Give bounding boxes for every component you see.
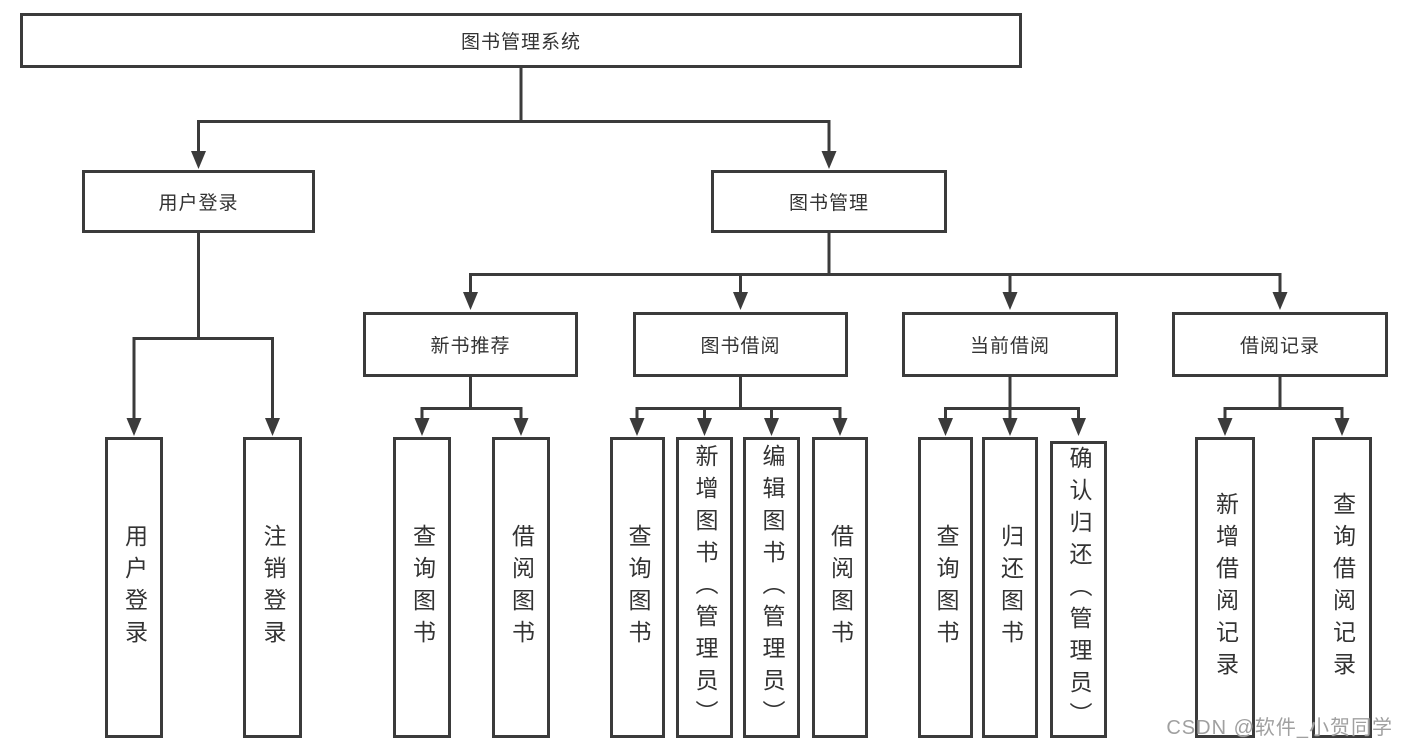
arrowhead-icon bbox=[1334, 418, 1350, 436]
arrowhead-icon bbox=[821, 151, 837, 169]
node-current-borrow: 当前借阅 bbox=[902, 312, 1118, 377]
leaf-add-book-admin: 新增图书（管理员） bbox=[676, 437, 733, 738]
arrowhead-icon bbox=[1217, 418, 1233, 436]
arrowhead-icon bbox=[832, 418, 848, 436]
arrowhead-icon bbox=[265, 418, 280, 436]
arrowhead-icon bbox=[1002, 418, 1018, 436]
arrowhead-icon bbox=[1272, 292, 1288, 310]
leaf-query-borrow-record: 查询借阅记录 bbox=[1312, 437, 1372, 738]
arrowhead-icon bbox=[697, 418, 712, 436]
arrowhead-icon bbox=[1002, 292, 1018, 310]
connector-userlogin-to-leaves bbox=[132, 233, 274, 419]
arrowhead-icon bbox=[463, 292, 478, 310]
arrowhead-icon bbox=[191, 151, 206, 169]
arrowhead-icon bbox=[733, 292, 748, 310]
arrowhead-icon bbox=[629, 418, 645, 436]
leaf-add-borrow-record: 新增借阅记录 bbox=[1195, 437, 1255, 738]
leaf-query-books-current: 查询图书 bbox=[918, 437, 973, 738]
leaf-query-books-borrow: 查询图书 bbox=[610, 437, 665, 738]
arrowhead-icon bbox=[126, 418, 142, 436]
leaf-logout: 注销登录 bbox=[243, 437, 302, 738]
connector-currentborrow-to-leaves bbox=[944, 377, 1080, 419]
leaf-borrow-books-recommend: 借阅图书 bbox=[492, 437, 550, 738]
leaf-borrow-books: 借阅图书 bbox=[812, 437, 868, 738]
arrowhead-icon bbox=[938, 418, 953, 436]
node-new-book-recommend: 新书推荐 bbox=[363, 312, 578, 377]
connector-newbook-to-leaves bbox=[420, 377, 523, 419]
arrowhead-icon bbox=[764, 418, 779, 436]
connector-bookborrow-to-leaves bbox=[635, 377, 842, 419]
node-system-root: 图书管理系统 bbox=[20, 13, 1022, 68]
arrowhead-icon bbox=[1071, 418, 1086, 436]
leaf-confirm-return-admin: 确认归还（管理员） bbox=[1050, 441, 1107, 738]
connector-bookmgmt-to-level3 bbox=[469, 233, 1282, 295]
node-book-borrow: 图书借阅 bbox=[633, 312, 848, 377]
connector-borrowrecord-to-leaves bbox=[1223, 377, 1344, 419]
node-borrow-records: 借阅记录 bbox=[1172, 312, 1388, 377]
watermark: CSDN @软件_小贺同学 bbox=[1166, 717, 1393, 739]
node-book-management: 图书管理 bbox=[711, 170, 947, 233]
node-user-login: 用户登录 bbox=[82, 170, 315, 233]
leaf-user-login: 用户登录 bbox=[105, 437, 163, 738]
arrowhead-icon bbox=[513, 418, 529, 436]
arrowhead-icon bbox=[414, 418, 430, 436]
leaf-edit-book-admin: 编辑图书（管理员） bbox=[743, 437, 800, 738]
leaf-query-books-recommend: 查询图书 bbox=[393, 437, 451, 738]
leaf-return-books: 归还图书 bbox=[982, 437, 1038, 738]
connector-root-to-level2 bbox=[197, 68, 831, 153]
